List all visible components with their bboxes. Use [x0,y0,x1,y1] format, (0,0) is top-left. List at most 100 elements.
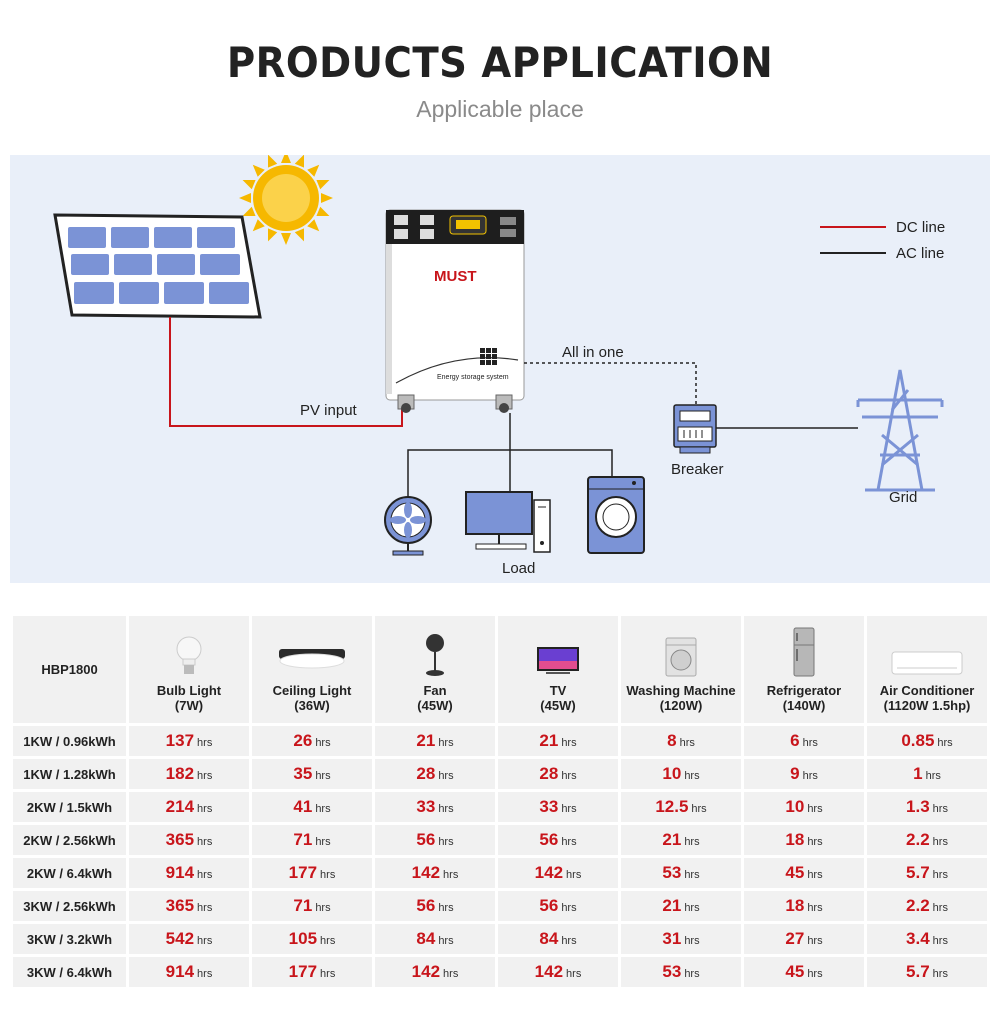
runtime-value: 26 [293,731,313,750]
row-label: 1KW / 1.28kWh [13,759,126,789]
runtime-value: 2.2 [906,830,930,849]
runtime-value: 177 [288,962,318,981]
runtime-value: 56 [416,896,436,915]
runtime-unit: hrs [438,836,454,848]
row-label: 3KW / 6.4kWh [13,957,126,987]
header-bulb-light: Bulb Light (7W) [129,616,249,723]
runtime-value: 45 [785,863,805,882]
runtime-value: 56 [416,830,436,849]
grid-label: Grid [889,489,918,506]
runtime-value: 914 [165,863,195,882]
washing-machine-icon [665,637,697,677]
runtime-value: 9 [790,764,800,783]
runtime-unit: hrs [932,869,948,881]
runtime-unit: hrs [566,968,582,980]
runtime-unit: hrs [438,770,454,782]
row-label: 3KW / 3.2kWh [13,924,126,954]
runtime-table: HBP1800 Bulb Light (7W) Ceiling Light (3… [10,613,990,990]
row-label: 3KW / 2.56kWh [13,891,126,921]
appliance-name: Washing Machine [626,683,736,698]
runtime-value: 142 [534,863,564,882]
runtime-value: 142 [411,863,441,882]
appliance-name: Fan [423,683,447,698]
runtime-unit: hrs [679,737,695,749]
runtime-value: 2.2 [906,896,930,915]
diagram-graphics [53,155,944,556]
runtime-value: 84 [416,929,436,948]
row-label: 2KW / 2.56kWh [13,825,126,855]
runtime-value: 35 [293,764,313,783]
runtime-unit: hrs [438,737,454,749]
runtime-unit: hrs [438,902,454,914]
breaker-icon [673,404,717,454]
runtime-unit: hrs [932,935,948,947]
runtime-unit: hrs [315,836,331,848]
runtime-value: 177 [288,863,318,882]
runtime-unit: hrs [315,737,331,749]
runtime-unit: hrs [937,737,953,749]
breaker-label: Breaker [671,461,724,478]
appliance-name: Bulb Light [156,683,222,698]
page-title: PRODUCTS APPLICATION [226,38,774,87]
runtime-value: 56 [539,830,559,849]
unit-caption: Energy storage system [437,374,509,381]
runtime-unit: hrs [315,902,331,914]
runtime-value: 105 [288,929,318,948]
runtime-unit: hrs [561,935,577,947]
runtime-value: 10 [662,764,682,783]
runtime-value: 41 [293,797,313,816]
runtime-unit: hrs [197,770,213,782]
runtime-value: 1.3 [906,797,930,816]
runtime-unit: hrs [197,803,213,815]
runtime-value: 53 [662,962,682,981]
runtime-unit: hrs [315,803,331,815]
runtime-value: 10 [785,797,805,816]
runtime-unit: hrs [932,836,948,848]
header-ceiling-light: Ceiling Light (36W) [252,616,372,723]
runtime-value: 6 [790,731,800,750]
appliance-power: (120W) [659,698,703,713]
runtime-value: 12.5 [655,797,689,816]
runtime-value: 28 [539,764,559,783]
air-conditioner-icon [891,651,963,675]
runtime-unit: hrs [802,770,818,782]
runtime-unit: hrs [197,968,213,980]
header-air-conditioner: Air Conditioner (1120W 1.5hp) [867,616,987,723]
runtime-unit: hrs [684,836,700,848]
header-fan: Fan (45W) [375,616,495,723]
table-header-row: HBP1800 Bulb Light (7W) Ceiling Light (3… [13,616,987,723]
all-in-one-label: All in one [562,344,624,361]
runtime-unit: hrs [320,968,336,980]
fan-load-icon [384,496,432,556]
appliance-name: Refrigerator [766,683,842,698]
runtime-value: 142 [534,962,564,981]
row-label: 2KW / 1.5kWh [13,792,126,822]
runtime-unit: hrs [315,770,331,782]
runtime-value: 71 [293,830,313,849]
refrigerator-icon [793,627,815,677]
